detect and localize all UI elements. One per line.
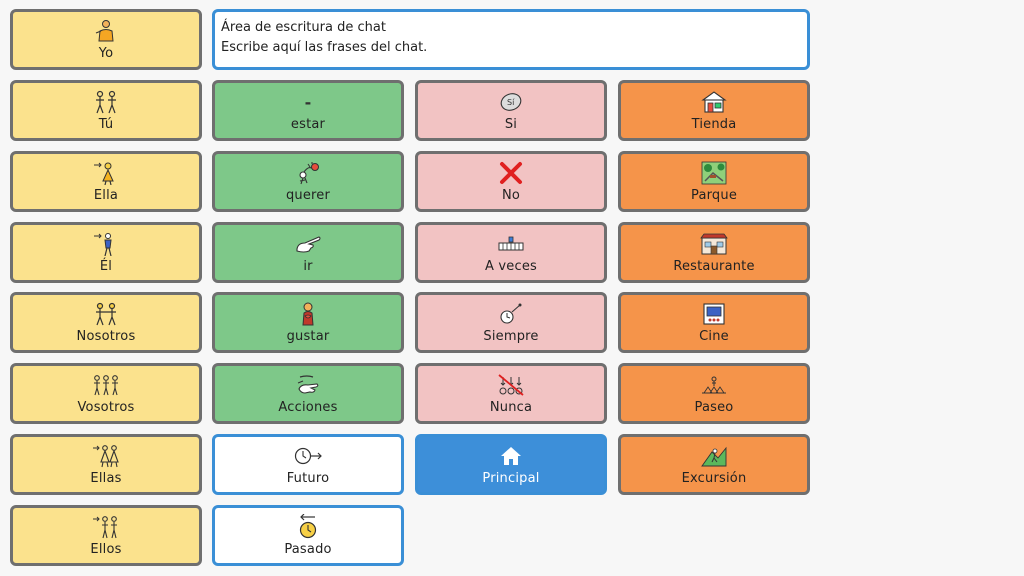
tile-label: Ellas <box>90 471 122 486</box>
tile-restaurante[interactable]: Restaurante <box>618 222 810 283</box>
tile-label: Restaurante <box>673 259 755 274</box>
tile-label: Paseo <box>694 400 734 415</box>
tile-si[interactable]: Sí Si <box>415 80 607 141</box>
three-people-icon <box>92 371 120 399</box>
yes-coin-icon: Sí <box>498 88 524 116</box>
walk-icon <box>700 371 728 399</box>
tile-a-veces[interactable]: A veces <box>415 222 607 283</box>
tile-label: Futuro <box>286 471 330 486</box>
want-icon <box>295 159 321 187</box>
tile-label: Si <box>504 117 518 132</box>
tile-label: A veces <box>484 259 538 274</box>
chat-area-placeholder: Escribe aquí las frases del chat. <box>221 40 428 55</box>
tile-vosotros[interactable]: Vosotros <box>10 363 202 424</box>
red-cross-icon <box>499 159 523 187</box>
like-person-icon <box>296 300 320 328</box>
tile-yo[interactable]: Yo <box>10 9 202 70</box>
girl-pointing-icon <box>93 159 119 187</box>
never-icon <box>497 371 525 399</box>
two-people-icon <box>93 88 119 116</box>
hiking-icon <box>700 442 728 470</box>
tile-gustar[interactable]: gustar <box>212 292 404 353</box>
men-pointing-icon <box>92 513 120 541</box>
tile-label: gustar <box>286 329 330 344</box>
tile-label: ir <box>303 259 313 274</box>
tile-nosotros[interactable]: Nosotros <box>10 292 202 353</box>
tile-parque[interactable]: Parque <box>618 151 810 212</box>
tile-paseo[interactable]: Paseo <box>618 363 810 424</box>
tile-tienda[interactable]: Tienda <box>618 80 810 141</box>
tile-pasado[interactable]: Pasado <box>212 505 404 566</box>
hand-action-icon <box>295 371 321 399</box>
tile-excursion[interactable]: Excursión <box>618 434 810 495</box>
tile-label: Tú <box>98 117 114 132</box>
tile-no[interactable]: No <box>415 151 607 212</box>
tile-ella[interactable]: Ella <box>10 151 202 212</box>
tile-label: No <box>501 188 521 203</box>
tile-siempre[interactable]: Siempre <box>415 292 607 353</box>
tile-label: Vosotros <box>77 400 135 415</box>
tile-label: Pasado <box>284 542 332 557</box>
person-self-icon <box>95 17 117 45</box>
svg-text:Sí: Sí <box>507 98 515 107</box>
clock-always-icon <box>498 300 524 328</box>
clock-forward-icon <box>293 442 323 470</box>
tile-nunca[interactable]: Nunca <box>415 363 607 424</box>
tile-label: estar <box>290 117 326 132</box>
tile-label: Él <box>99 259 113 274</box>
tile-label: Siempre <box>483 329 539 344</box>
tile-ir[interactable]: ir <box>212 222 404 283</box>
tile-el[interactable]: Él <box>10 222 202 283</box>
tile-label: Acciones <box>278 400 338 415</box>
tile-label: Ellos <box>90 542 122 557</box>
tile-principal[interactable]: Principal <box>415 434 607 495</box>
tile-cine[interactable]: Cine <box>618 292 810 353</box>
clock-back-icon <box>296 513 320 541</box>
tile-label: Principal <box>482 471 540 486</box>
tile-label: Tienda <box>691 117 737 132</box>
cinema-icon <box>702 300 726 328</box>
tile-label: Yo <box>98 46 114 61</box>
tile-ellos[interactable]: Ellos <box>10 505 202 566</box>
dash-symbol: - <box>304 92 312 112</box>
boy-pointing-icon <box>93 230 119 258</box>
tile-ellas[interactable]: Ellas <box>10 434 202 495</box>
tile-label: Nunca <box>489 400 533 415</box>
shop-icon <box>701 88 727 116</box>
pointing-hand-icon <box>294 230 322 258</box>
women-pointing-icon <box>92 442 120 470</box>
tile-label: Ella <box>93 188 119 203</box>
chat-area-title: Área de escritura de chat <box>221 20 386 35</box>
group-people-icon <box>93 300 119 328</box>
tile-acciones[interactable]: Acciones <box>212 363 404 424</box>
tile-label: Nosotros <box>76 329 136 344</box>
tile-estar[interactable]: - estar <box>212 80 404 141</box>
tile-futuro[interactable]: Futuro <box>212 434 404 495</box>
sometimes-icon <box>497 230 525 258</box>
tile-label: Parque <box>690 188 738 203</box>
park-icon <box>701 159 727 187</box>
tile-label: Excursión <box>681 471 747 486</box>
tile-label: querer <box>285 188 331 203</box>
tile-label: Cine <box>699 329 729 344</box>
restaurant-icon <box>700 230 728 258</box>
tile-tu[interactable]: Tú <box>10 80 202 141</box>
home-icon <box>500 442 522 470</box>
tile-querer[interactable]: querer <box>212 151 404 212</box>
chat-writing-area[interactable]: Área de escritura de chat Escribe aquí l… <box>212 9 810 70</box>
